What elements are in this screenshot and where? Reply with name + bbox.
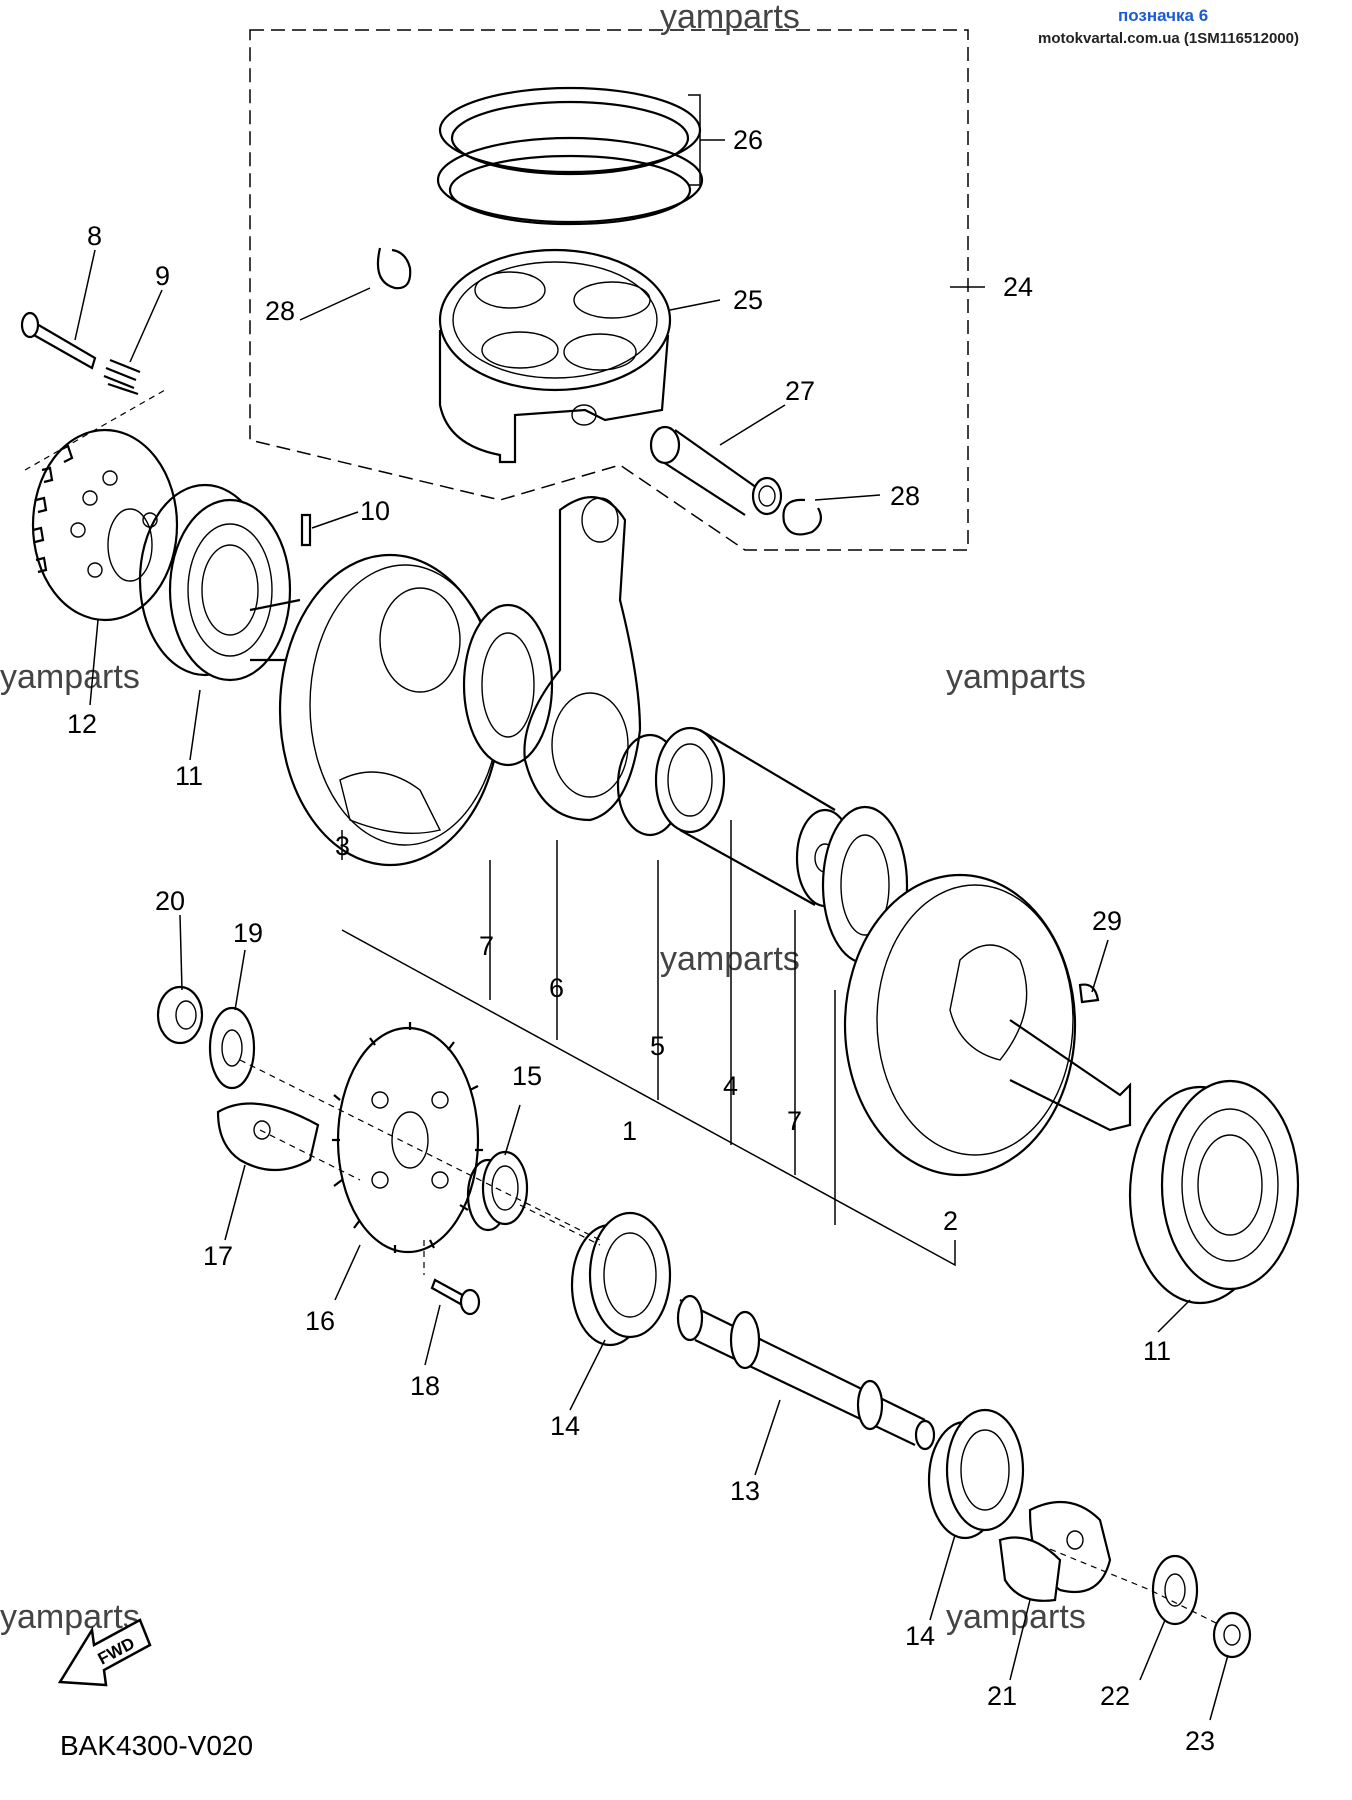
callout-19: 19 <box>233 918 263 948</box>
watermark-center: yamparts <box>660 940 800 978</box>
pin-10 <box>300 513 312 547</box>
bearing-14-left <box>570 1211 672 1347</box>
callout-6: 6 <box>549 973 564 1003</box>
header-source: motokvartal.com.ua (1SM116512000) <box>1038 30 1299 47</box>
gear-12 <box>31 428 179 622</box>
needle-bearing <box>616 726 726 837</box>
callout-28-upper: 28 <box>265 296 295 326</box>
callout-4: 4 <box>723 1071 738 1101</box>
bolt-18 <box>430 1278 481 1316</box>
nut-23 <box>1212 1611 1252 1659</box>
callout-16: 16 <box>305 1306 335 1336</box>
callout-25: 25 <box>733 285 763 315</box>
bearing-11-right <box>1128 1079 1300 1305</box>
axis-lines <box>24 389 1221 1626</box>
callout-8: 8 <box>87 221 102 251</box>
callout-20: 20 <box>155 886 185 916</box>
woodruff-key <box>1078 983 1100 1004</box>
callout-10: 10 <box>360 496 390 526</box>
callout-11-right: 11 <box>1143 1336 1171 1366</box>
nut-20 <box>156 985 204 1045</box>
callouts: 26 25 24 28 27 28 8 9 10 12 11 3 7 6 5 4… <box>67 125 1215 1756</box>
callout-7-right: 7 <box>787 1106 802 1136</box>
piston-rings <box>436 86 704 226</box>
gear-16 <box>332 1022 483 1254</box>
weight-17 <box>216 1102 320 1171</box>
weight-21 <box>998 1500 1112 1602</box>
callout-24: 24 <box>1003 272 1033 302</box>
piston <box>438 248 672 464</box>
callout-7-left: 7 <box>479 931 494 961</box>
callout-14-right: 14 <box>905 1621 935 1651</box>
crank-web-right <box>843 873 1132 1177</box>
piston-pin <box>649 425 783 516</box>
callout-12: 12 <box>67 709 97 739</box>
bearing-11-left <box>138 483 292 682</box>
washer-7-left <box>462 603 554 767</box>
callout-2: 2 <box>943 1206 958 1236</box>
bearing-14-right <box>927 1408 1025 1540</box>
callout-23: 23 <box>1185 1726 1215 1756</box>
callout-15: 15 <box>512 1061 542 1091</box>
spacer-15 <box>466 1150 529 1232</box>
spring-9 <box>103 358 141 396</box>
leader-lines <box>74 94 1229 1721</box>
circlip-lower <box>782 498 823 536</box>
callout-1: 1 <box>622 1116 637 1146</box>
balancer-shaft-13 <box>676 1294 936 1451</box>
watermark-right: yamparts <box>946 658 1086 696</box>
pin-8 <box>20 311 97 370</box>
circlip-upper <box>376 247 412 290</box>
watermark-bottom-left: yamparts <box>0 1598 140 1636</box>
connecting-rod <box>523 496 642 822</box>
callout-21: 21 <box>987 1681 1017 1711</box>
callout-14-left: 14 <box>550 1411 580 1441</box>
header-title: позначка 6 <box>1118 6 1208 25</box>
callout-11-left: 11 <box>175 761 203 791</box>
callout-22: 22 <box>1100 1681 1130 1711</box>
callout-27: 27 <box>785 376 815 406</box>
washer-22 <box>1151 1554 1199 1626</box>
callout-18: 18 <box>410 1371 440 1401</box>
callout-29: 29 <box>1092 906 1122 936</box>
callout-26: 26 <box>733 125 763 155</box>
callout-5: 5 <box>650 1031 665 1061</box>
diagram-code: BAK4300-V020 <box>60 1730 253 1761</box>
watermark-bottom-right: yamparts <box>946 1598 1086 1636</box>
callout-28-lower: 28 <box>890 481 920 511</box>
watermark-left: yamparts <box>0 658 140 696</box>
crank-web-left <box>249 553 502 867</box>
washer-19 <box>208 1006 256 1090</box>
callout-9: 9 <box>155 261 170 291</box>
callout-13: 13 <box>730 1476 760 1506</box>
piston-kit-boundary <box>249 29 969 551</box>
callout-3: 3 <box>335 831 350 861</box>
callout-17: 17 <box>203 1241 233 1271</box>
